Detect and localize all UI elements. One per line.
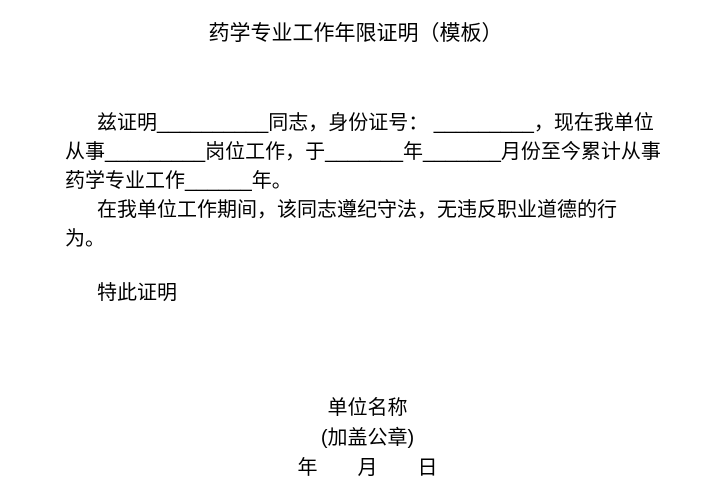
paragraph2-line1: 在我单位工作期间，该同志遵纪守法，无违反职业道德的行 [97,199,617,221]
closing-statement: 特此证明 [97,282,177,304]
paragraph1-line3: 药学专业工作______年。 [65,170,292,192]
official-seal-note: (加盖公章) [320,427,415,449]
paragraph1-line1: 兹证明__________同志，身份证号： _________，现在我单位 [97,112,654,134]
organization-name: 单位名称 [327,397,408,419]
document-body: 兹证明__________同志，身份证号： _________，现在我单位 从事… [65,109,661,483]
date-line: 年 月 日 [297,457,438,479]
document-title: 药学专业工作年限证明（模板） [208,22,503,45]
paragraph2-line2: 为。 [65,228,105,250]
signature-block: 单位名称 (加盖公章) 年 月 日 [77,393,658,483]
paragraph1-line2: 从事_________岗位工作，于_______年_______月份至今累计从事 [65,141,661,163]
